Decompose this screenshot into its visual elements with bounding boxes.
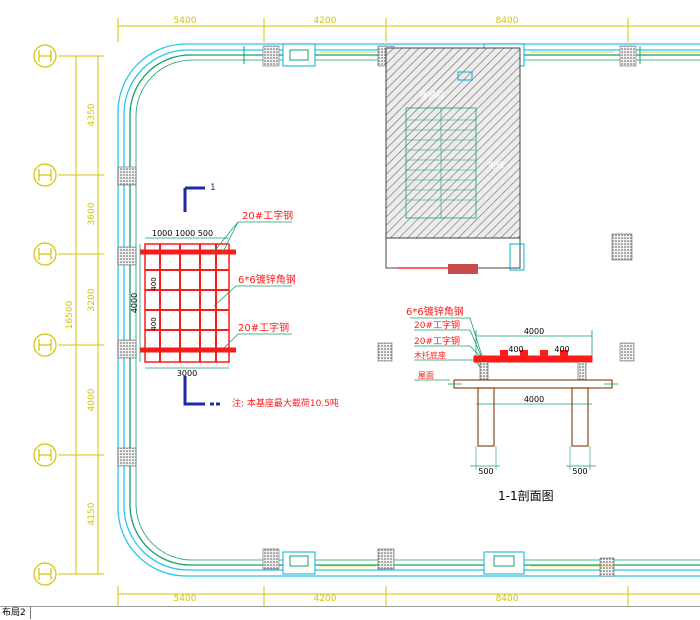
section-dim-mid: 4000 <box>524 395 544 404</box>
section-dim-foot-2: 500 <box>572 467 587 476</box>
dim-left-3: 3200 <box>87 288 97 311</box>
plan-callout-1: 20#工字钢 <box>242 209 293 222</box>
dim-left-2: 3600 <box>87 202 97 225</box>
outer-wall <box>117 43 700 577</box>
section-marker-label: 1 <box>210 183 216 193</box>
section-label-3: 20#工字钢 <box>414 335 460 347</box>
grid-dim-bottom: 3000 <box>177 369 197 378</box>
cad-drawing: 5400 4200 8400 5400 4200 8400 4350 3600 … <box>33 16 700 606</box>
section-label-2: 20#工字钢 <box>414 319 460 331</box>
steel-grid-dims <box>139 237 229 369</box>
section-dim-top: 4000 <box>524 327 544 336</box>
axis-marker-1 <box>33 44 57 68</box>
dim-left-1: 4350 <box>87 103 97 126</box>
load-note: 注: 本基座最大载荷10.5吨 <box>232 397 339 409</box>
section-cut-markers <box>183 186 222 406</box>
grid-small-dim-1: 400 <box>150 277 158 290</box>
dim-top-2: 4200 <box>314 16 337 26</box>
grid-dim-side: 4000 <box>130 293 139 313</box>
section-dim-foot-1: 500 <box>478 467 493 476</box>
top-wall-dims <box>320 51 700 567</box>
dim-top-3: 8400 <box>496 16 519 26</box>
axis-markers <box>33 44 57 586</box>
layout-tab-bar: 布局2 <box>0 606 700 620</box>
grid-label-top: 1000 1000 500 <box>152 229 213 238</box>
dim-left-5: 4150 <box>87 502 97 525</box>
axis-marker-2 <box>33 163 57 187</box>
dimension-lines <box>58 18 700 606</box>
dim-bottom-1: 5400 <box>174 594 197 604</box>
elevator-label: 电梯 <box>488 160 504 170</box>
axis-marker-5 <box>33 443 57 467</box>
dim-top-1: 5400 <box>174 16 197 26</box>
section-dim-small-1: 400 <box>508 345 523 354</box>
grid-small-dim-2: 400 <box>150 317 158 330</box>
axis-marker-3 <box>33 242 57 266</box>
section-label-4: 木托底座 <box>414 350 446 360</box>
plan-callout-3: 20#工字钢 <box>238 321 289 334</box>
dim-left-total: 16500 <box>65 300 75 329</box>
plan-callout-2: 6*6镀锌角钢 <box>238 273 296 286</box>
dim-bottom-2: 4200 <box>314 594 337 604</box>
section-1-1: 4000 400 400 4000 500 500 6*6镀锌角钢 20#工字钢… <box>406 305 618 503</box>
axis-marker-4 <box>33 333 57 357</box>
section-title: 1-1剖面图 <box>498 489 554 503</box>
plan-callout-lines <box>211 221 292 349</box>
stair-core: 楼梯间 电梯 <box>385 47 525 274</box>
section-dim-small-2: 400 <box>554 345 569 354</box>
layout-tab[interactable]: 布局2 <box>0 607 31 619</box>
section-label-1: 6*6镀锌角钢 <box>406 305 464 318</box>
steel-grid-plan <box>140 243 236 363</box>
dim-bottom-3: 8400 <box>496 594 519 604</box>
columns <box>117 45 637 577</box>
dim-left-4: 4000 <box>87 388 97 411</box>
axis-marker-6 <box>33 562 57 586</box>
section-label-5: 屋面 <box>418 371 434 380</box>
stair-label: 楼梯间 <box>420 90 444 100</box>
